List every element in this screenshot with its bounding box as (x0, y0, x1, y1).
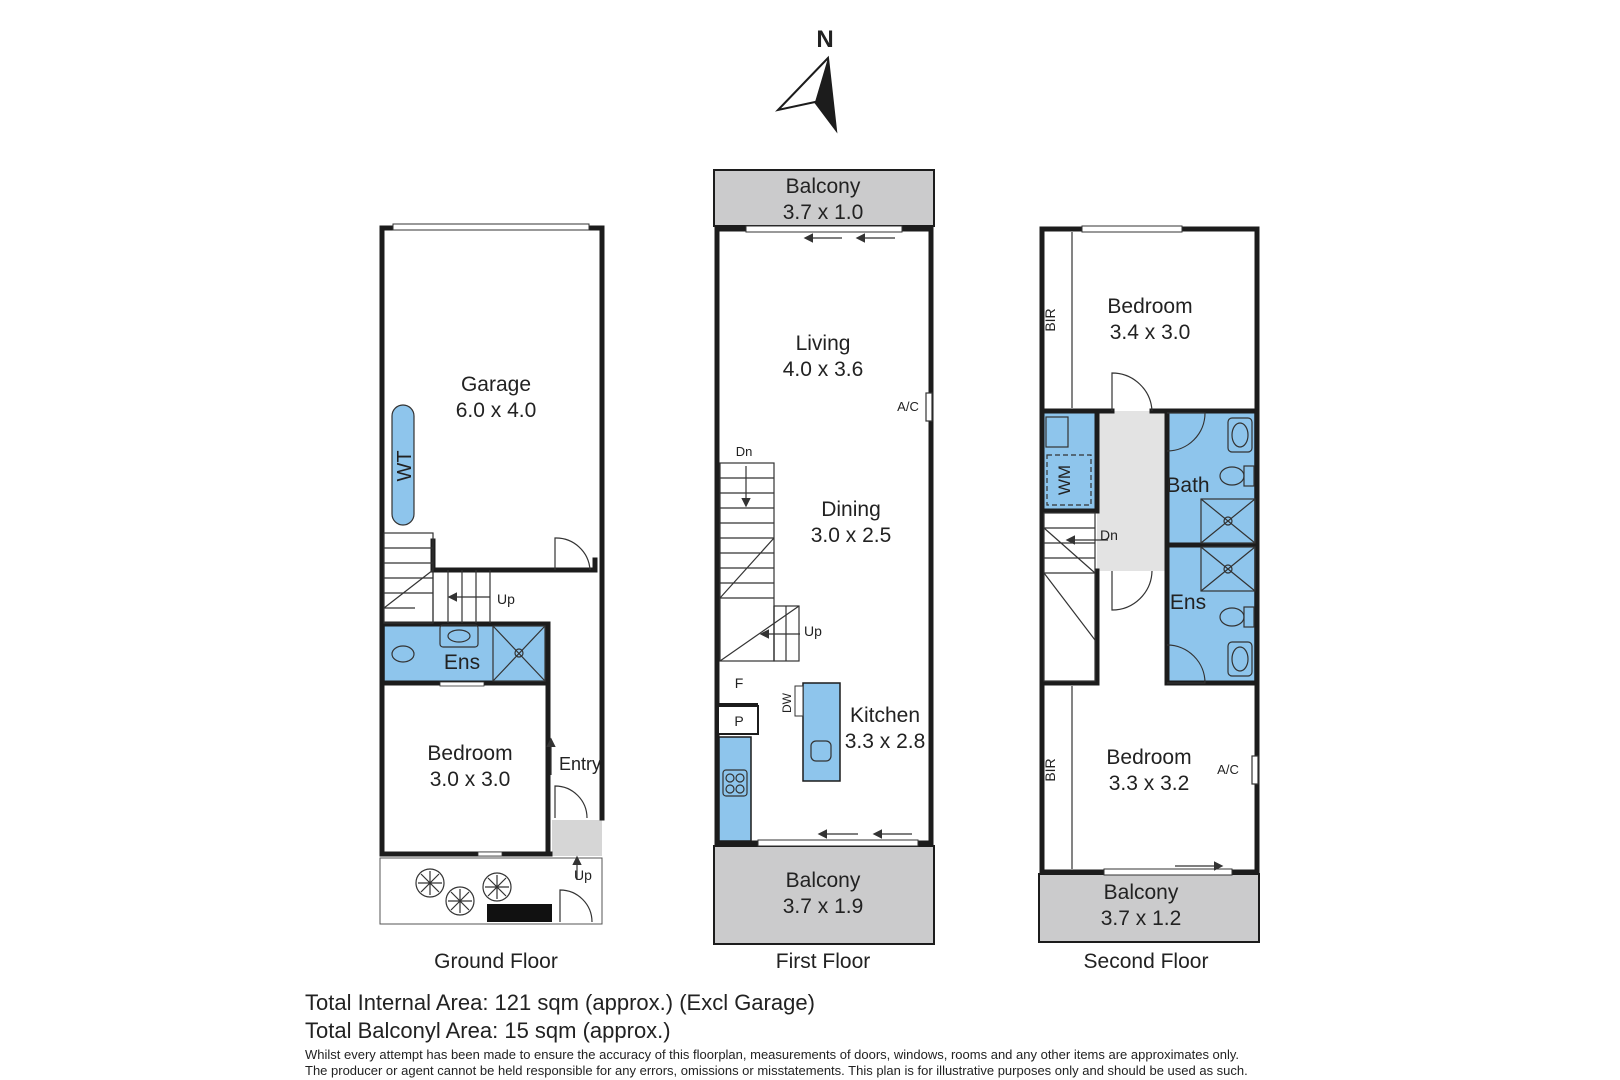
bath-door-swing (1166, 412, 1206, 452)
dw-label: DW (780, 692, 794, 713)
first-balcony-top-name: Balcony (786, 175, 861, 198)
ground-up-label: Up (497, 591, 515, 607)
first-balcony-top (713, 169, 935, 227)
first-balcony-top-dims: 3.7 x 1.0 (783, 201, 864, 224)
first-balcony-bottom-dims: 3.7 x 1.9 (783, 895, 864, 918)
pantry-label: P (734, 713, 743, 729)
wm-label: WM (1055, 465, 1074, 495)
ground-floor-plan (379, 223, 605, 925)
sink-icon (810, 740, 832, 762)
gate-swing (559, 889, 593, 923)
garage-door-window (392, 223, 590, 231)
entry-door-swing (554, 785, 588, 819)
laundry-tub (1045, 416, 1069, 448)
second-bedroom-bottom-dims: 3.3 x 3.2 (1109, 772, 1190, 795)
ens-sliding-door (439, 681, 485, 687)
compass-label: N (816, 26, 833, 53)
garage-name: Garage (461, 373, 531, 396)
second-ac-label: A/C (1217, 762, 1239, 777)
ground-ens-name: Ens (444, 651, 480, 674)
north-arrow-icon (775, 55, 838, 134)
second-balcony (1038, 873, 1260, 943)
first-stairs (719, 462, 800, 662)
ground-bedroom-name: Bedroom (427, 742, 512, 765)
ens-door-swing (1166, 644, 1206, 684)
first-up-label: Up (804, 623, 822, 639)
dining-name: Dining (821, 498, 881, 521)
first-floor-plan (713, 169, 935, 945)
fridge-label: F (735, 675, 744, 691)
bath-name: Bath (1166, 474, 1209, 497)
second-bedroom-top-name: Bedroom (1107, 295, 1192, 318)
second-floor-plan (1038, 225, 1260, 943)
bir-top-label: BIR (1042, 308, 1058, 331)
second-bedroom-bottom-name: Bedroom (1106, 746, 1191, 769)
dishwasher (794, 685, 804, 717)
bedroom-window (477, 851, 503, 857)
living-name: Living (796, 332, 851, 355)
garage-dims: 6.0 x 4.0 (456, 399, 537, 422)
second-balcony-dims: 3.7 x 1.2 (1101, 907, 1182, 930)
second-bedroom-top-dims: 3.4 x 3.0 (1110, 321, 1191, 344)
entry-porch (552, 820, 602, 856)
first-ac-label: A/C (897, 399, 919, 414)
first-balcony-bottom-name: Balcony (786, 869, 861, 892)
bedroom-top-door-swing (1111, 372, 1153, 412)
second-balcony-name: Balcony (1104, 881, 1179, 904)
dining-dims: 3.0 x 2.5 (811, 524, 892, 547)
total-internal-area: Total Internal Area: 121 sqm (approx.) (… (305, 990, 815, 1015)
garage-wall (430, 538, 598, 573)
second-dn-label: Dn (1100, 527, 1118, 543)
ground-floor-title: Ground Floor (434, 950, 558, 973)
total-balcony-area: Total Balconyl Area: 15 sqm (approx.) (305, 1018, 671, 1043)
plant-icon (415, 868, 512, 916)
first-balcony-bottom (713, 845, 935, 945)
kitchen-dims: 3.3 x 2.8 (845, 730, 926, 753)
hallway (1097, 411, 1167, 571)
second-top-window (1081, 225, 1183, 233)
bath-fixtures (1200, 417, 1256, 544)
bir-bottom-label: BIR (1042, 758, 1058, 781)
first-ac-unit (925, 392, 933, 422)
pantry (717, 705, 759, 735)
second-ens-name: Ens (1170, 591, 1206, 614)
kitchen-name: Kitchen (850, 704, 920, 727)
ens-fixtures-second (1200, 546, 1256, 677)
disclaimer-line-2: The producer or agent cannot be held res… (305, 1063, 1248, 1078)
entry-up-label: Up (574, 867, 592, 883)
ground-bedroom-dims: 3.0 x 3.0 (430, 768, 511, 791)
second-bottom-sliding-door (1103, 868, 1233, 876)
kitchen-bench (718, 736, 752, 842)
first-dn-label: Dn (736, 444, 753, 459)
second-floor-title: Second Floor (1084, 950, 1209, 973)
second-internal-walls (1039, 408, 1260, 686)
first-bottom-sliding-door (757, 839, 919, 847)
ground-stairs (383, 532, 491, 624)
kitchen-island (802, 682, 841, 782)
ens-fixtures (391, 624, 546, 682)
planter-box (487, 904, 552, 922)
first-floor-title: First Floor (776, 950, 871, 973)
living-dims: 4.0 x 3.6 (783, 358, 864, 381)
bedroom-bottom-door-swing (1111, 570, 1153, 611)
garage-door-swing (554, 537, 591, 571)
cooktop-icon (722, 769, 748, 797)
entry-label: Entry (559, 754, 601, 774)
second-outer-walls (1039, 226, 1260, 875)
disclaimer-line-1: Whilst every attempt has been made to en… (305, 1047, 1240, 1062)
water-tank (391, 404, 415, 526)
second-stairs (1043, 512, 1108, 682)
second-ac-unit (1251, 755, 1259, 785)
wt-label: WT (394, 450, 416, 481)
first-top-sliding-door (745, 225, 903, 233)
laundry-area (1041, 410, 1098, 512)
washing-machine (1046, 454, 1092, 506)
